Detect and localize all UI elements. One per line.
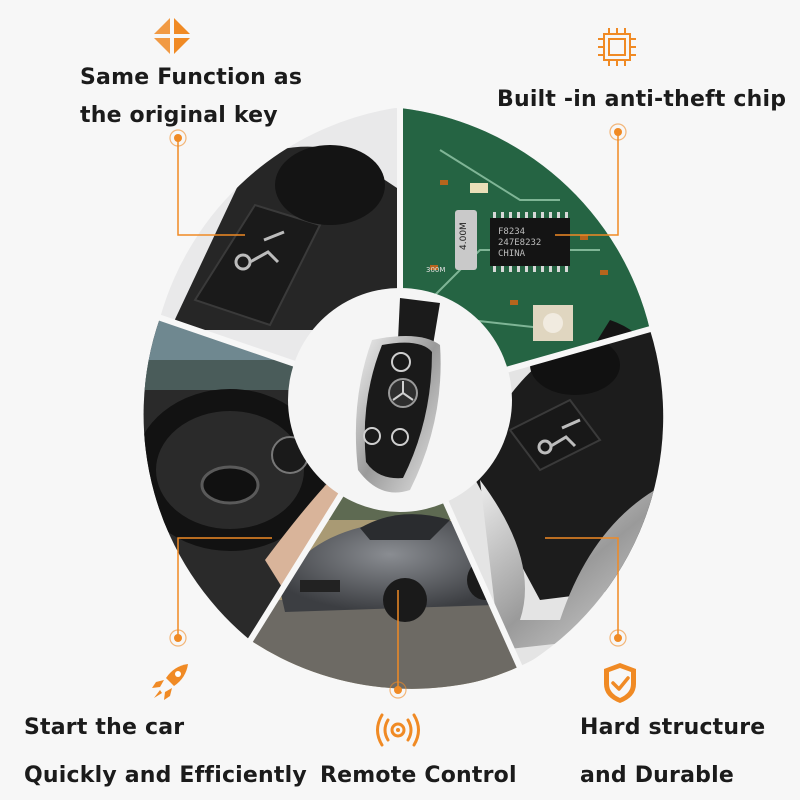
ic-marking-3: CHINA — [498, 249, 526, 259]
start-car-subtitle: Quickly and Efficiently — [24, 763, 307, 788]
leader-dots — [169, 123, 627, 699]
crystal-marking: 4.00M — [459, 222, 469, 250]
remote-control-label: Remote Control — [320, 763, 517, 788]
ic-marking-2: 247E8232 — [498, 238, 541, 248]
signal-icon — [376, 713, 420, 747]
car-key-image — [355, 298, 441, 493]
rocket-icon — [152, 664, 188, 700]
shield-check-icon — [604, 663, 636, 703]
board-marking: 300M — [426, 266, 445, 274]
unlock-symbol — [234, 230, 285, 271]
leader-lines — [177, 132, 619, 690]
hard-structure-title: Hard structure — [580, 715, 766, 740]
durable-subtitle: and Durable — [580, 763, 734, 788]
diamond-arrows-icon — [154, 16, 190, 54]
same-function-title: Same Function as — [80, 65, 303, 90]
same-function-subtitle: the original key — [80, 103, 278, 128]
chip-icon — [598, 28, 636, 66]
ic-marking-1: F8234 — [498, 227, 525, 237]
anti-theft-label: Built -in anti-theft chip — [497, 87, 787, 112]
start-car-title: Start the car — [24, 715, 185, 740]
